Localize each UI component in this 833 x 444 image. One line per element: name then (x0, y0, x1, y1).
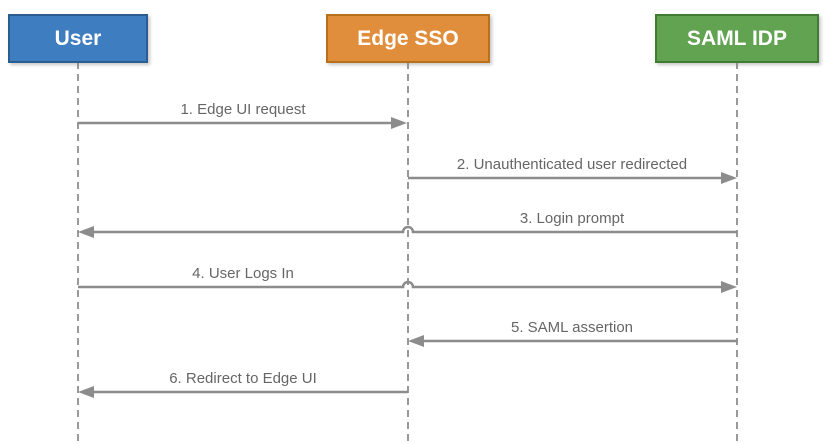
message-5: 5. SAML assertion (408, 319, 737, 347)
message-label-4: 4. User Logs In (192, 265, 294, 282)
message-line-3 (93, 225, 737, 234)
actor-box-saml-idp (655, 14, 819, 63)
arrowhead-icon (78, 226, 94, 238)
actor-edge-sso: Edge SSO (326, 14, 490, 63)
message-line-4 (78, 280, 722, 289)
actor-box-user (8, 14, 148, 63)
arrowhead-icon (721, 281, 737, 293)
actor-box-edge-sso (326, 14, 490, 63)
actor-label-saml-idp: SAML IDP (687, 27, 787, 50)
message-label-3: 3. Login prompt (520, 210, 625, 227)
message-label-5: 5. SAML assertion (511, 319, 633, 336)
message-label-1: 1. Edge UI request (180, 101, 306, 118)
actor-label-user: User (55, 27, 102, 50)
message-label-2: 2. Unauthenticated user redirected (457, 156, 687, 173)
message-2: 2. Unauthenticated user redirected (408, 156, 737, 184)
message-6: 6. Redirect to Edge UI (78, 370, 408, 398)
arrowhead-icon (391, 117, 407, 129)
arrowhead-icon (408, 335, 424, 347)
message-4: 4. User Logs In (78, 265, 737, 293)
message-3: 3. Login prompt (78, 210, 737, 238)
arrowhead-icon (721, 172, 737, 184)
actor-saml-idp: SAML IDP (655, 14, 819, 63)
message-1: 1. Edge UI request (78, 101, 407, 129)
actor-label-edge-sso: Edge SSO (357, 27, 459, 50)
actor-user: User (8, 14, 148, 63)
arrowhead-icon (78, 386, 94, 398)
message-label-6: 6. Redirect to Edge UI (169, 370, 317, 387)
